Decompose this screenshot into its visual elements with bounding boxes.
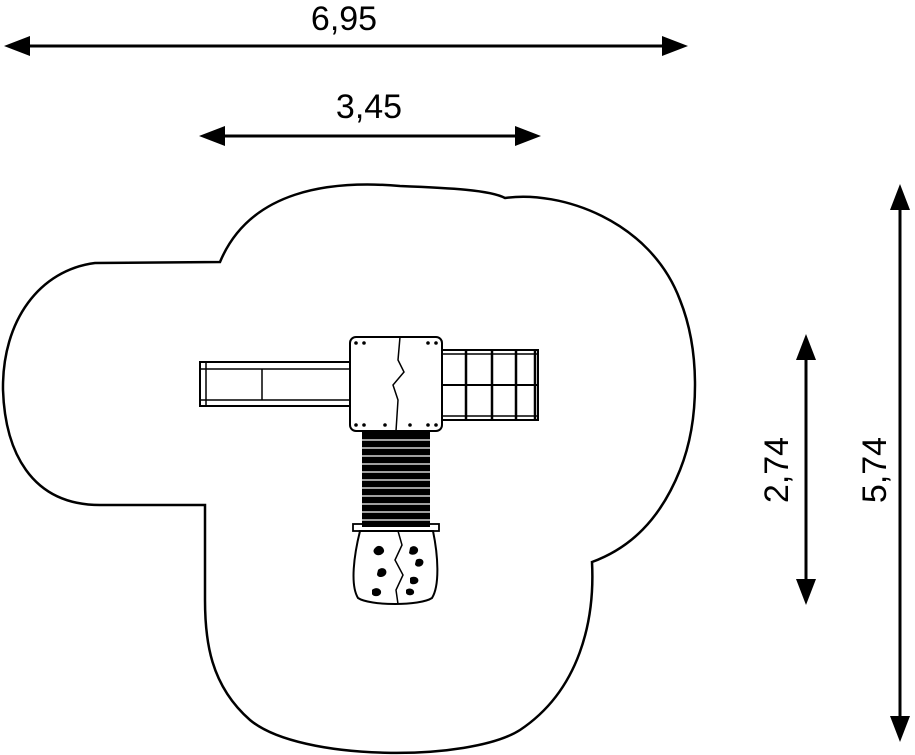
slide (199, 361, 351, 407)
ribbed-ramp (352, 431, 440, 532)
overall-depth-label: 5,74 (856, 437, 894, 503)
structure-width-label: 3,45 (336, 88, 402, 126)
structure-depth-dimension: 2,74 (758, 334, 816, 605)
structure-width-dimension: 3,45 (199, 88, 541, 146)
overall-depth-dimension: 5,74 (856, 184, 910, 742)
platform-tower (349, 336, 443, 432)
overall-width-dimension: 6,95 (4, 0, 688, 56)
structure-depth-label: 2,74 (758, 437, 796, 503)
climbing-wall (352, 530, 439, 605)
safety-zone-outline (1, 183, 697, 755)
climbing-ladder (441, 349, 539, 421)
overall-width-label: 6,95 (311, 0, 377, 38)
